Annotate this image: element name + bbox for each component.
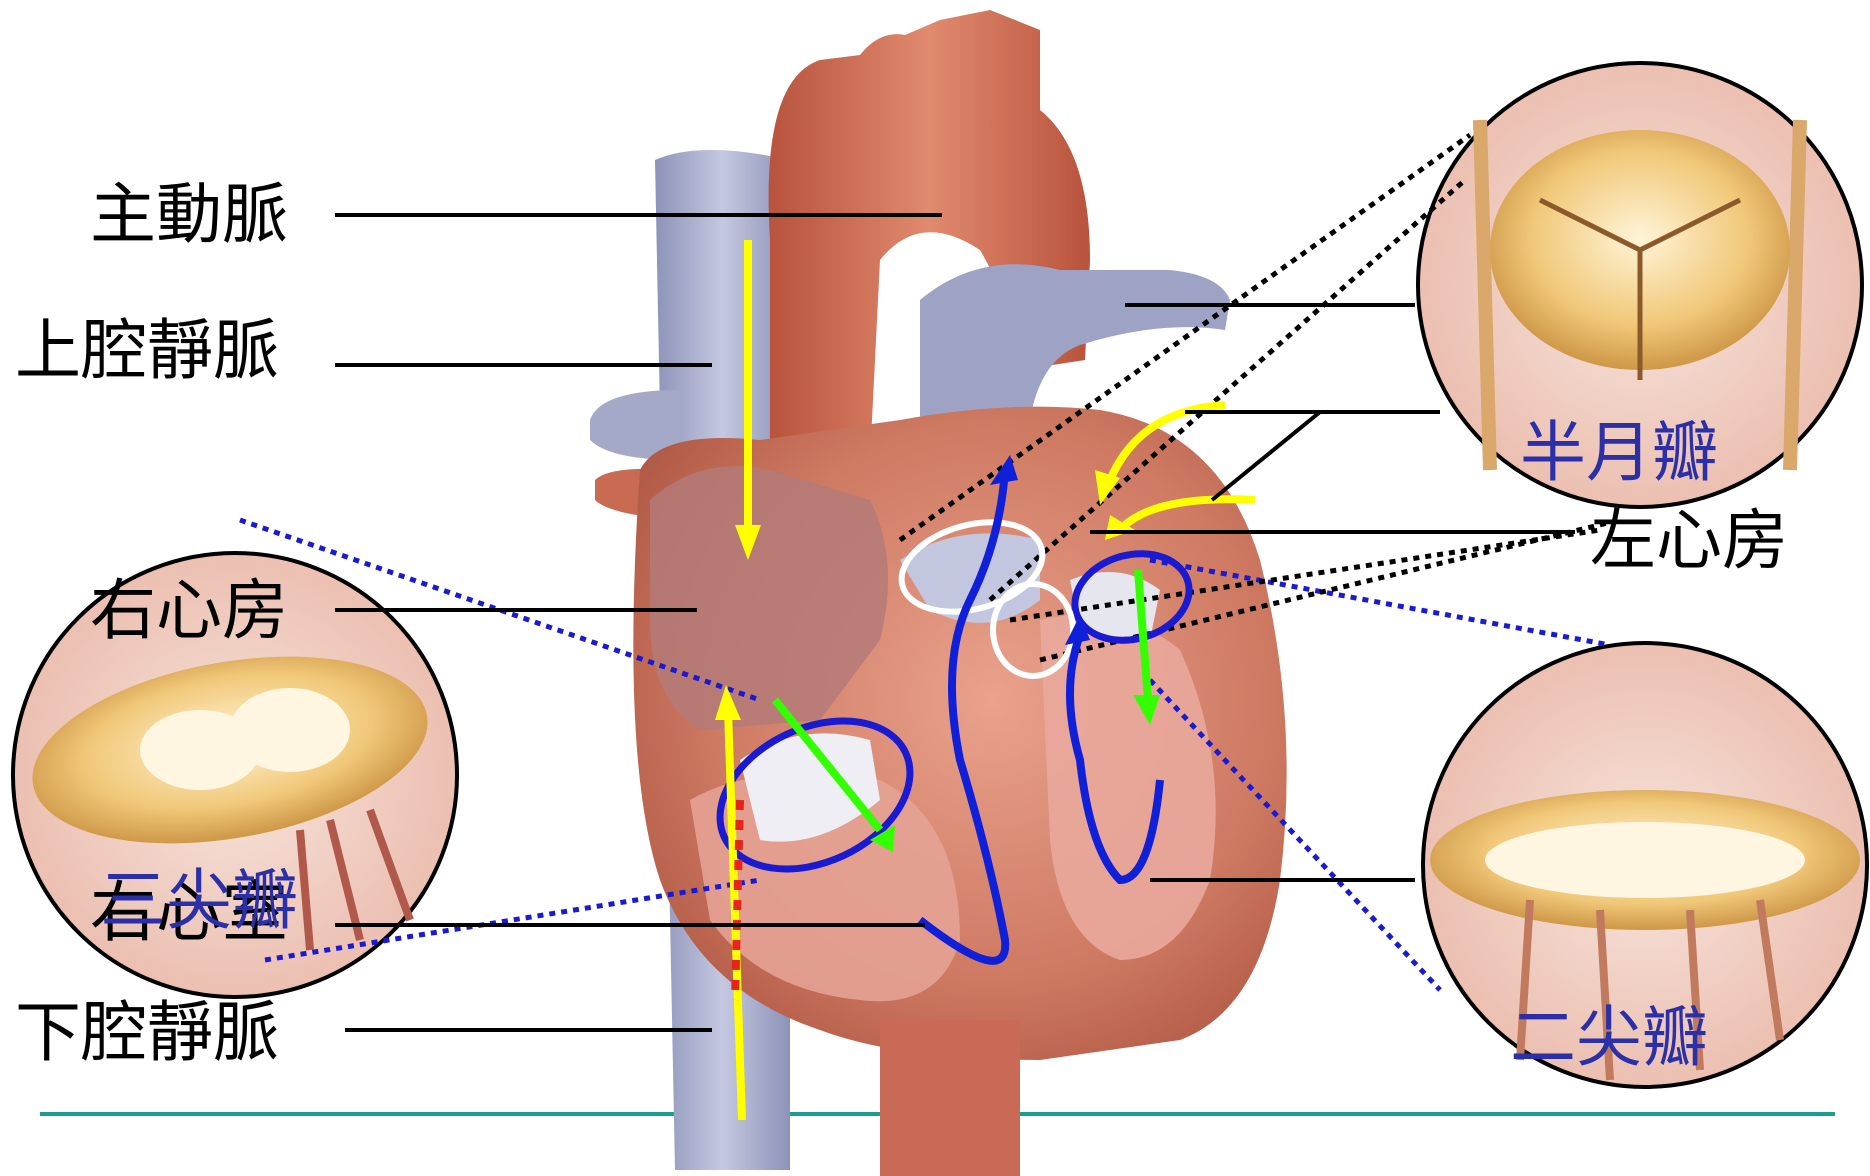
descending-aorta (880, 1020, 1020, 1176)
label-mitral-valve: 二尖瓣 (1510, 1005, 1708, 1071)
label-tricuspid-valve: 三尖瓣 (100, 868, 298, 934)
label-semilunar-valve: 半月瓣 (1520, 420, 1718, 486)
label-left-atrium: 左心房 (1590, 508, 1788, 574)
label-inferior-vena-cava: 下腔靜脈 (15, 1000, 279, 1066)
label-superior-vena-cava: 上腔靜脈 (15, 318, 279, 384)
label-right-atrium: 右心房 (90, 578, 288, 644)
label-aorta: 主動脈 (90, 182, 288, 248)
